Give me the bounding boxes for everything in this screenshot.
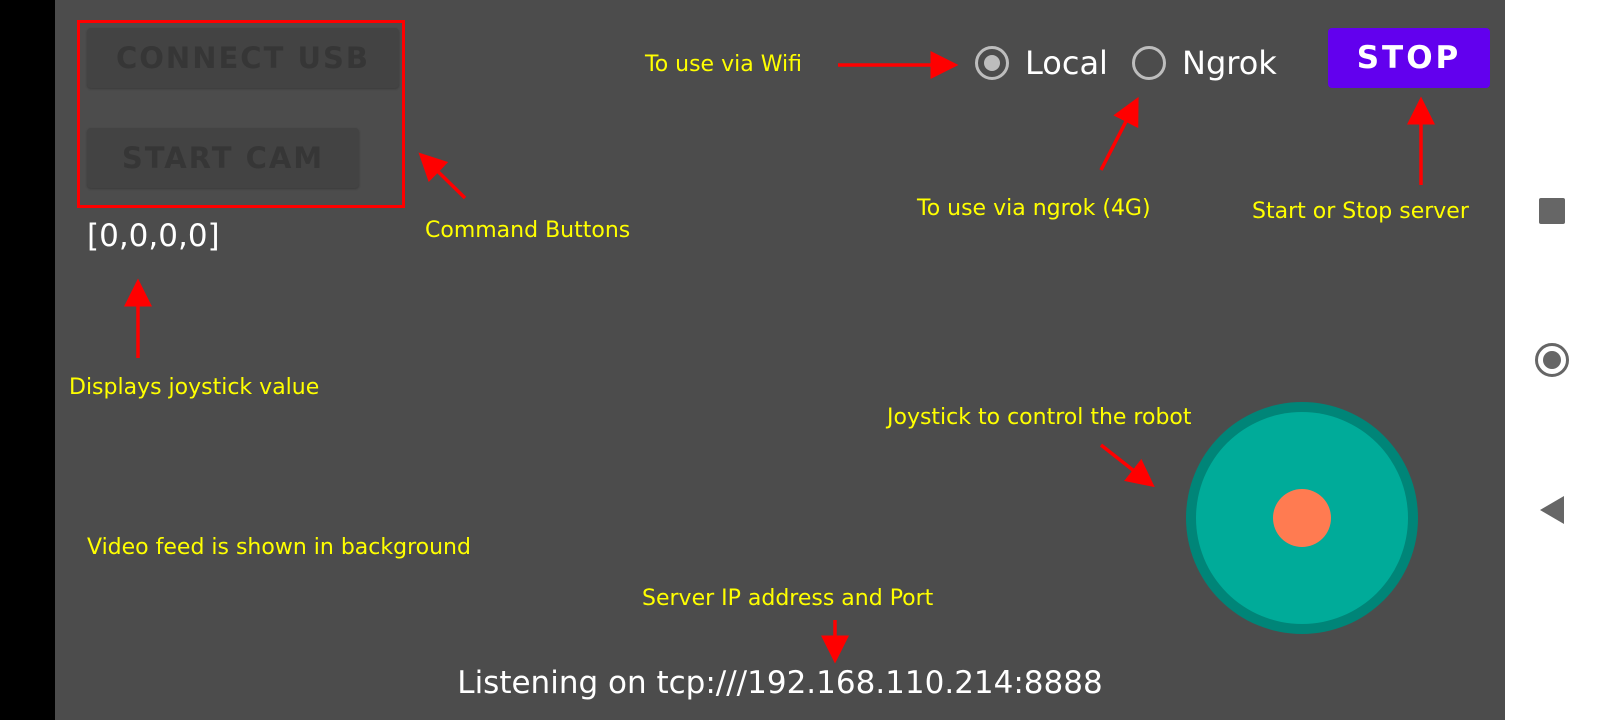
radio-local-indicator — [975, 46, 1009, 80]
nav-home-icon[interactable] — [1535, 343, 1569, 377]
joystick-knob[interactable] — [1273, 489, 1331, 547]
annotation-joystick-value: Displays joystick value — [69, 375, 320, 400]
arrow-command — [418, 152, 467, 200]
command-buttons-highlight — [77, 20, 405, 208]
radio-local-label: Local — [1025, 44, 1108, 82]
server-status-text: Listening on tcp:///192.168.110.214:8888 — [457, 665, 1103, 701]
nav-back-icon[interactable] — [1540, 496, 1564, 524]
annotation-server: Server IP address and Port — [642, 586, 934, 611]
annotation-joystick: Joystick to control the robot — [887, 405, 1192, 430]
status-bar-left — [0, 0, 55, 720]
nav-recents-icon[interactable] — [1539, 198, 1565, 224]
annotation-stop: Start or Stop server — [1252, 199, 1469, 224]
app-screen: CONNECT USB START CAM [0,0,0,0] Local Ng… — [55, 0, 1505, 720]
joystick-base — [1196, 412, 1408, 624]
annotation-command-buttons: Command Buttons — [425, 218, 631, 243]
connect-usb-button[interactable]: CONNECT USB — [87, 28, 399, 88]
radio-ngrok-indicator — [1132, 46, 1166, 80]
annotation-video-feed: Video feed is shown in background — [87, 535, 471, 560]
radio-ngrok-label: Ngrok — [1182, 44, 1277, 82]
joystick-value-display: [0,0,0,0] — [87, 218, 220, 254]
annotation-wifi: To use via Wifi — [645, 52, 802, 77]
radio-ngrok[interactable]: Ngrok — [1132, 44, 1277, 82]
start-cam-button[interactable]: START CAM — [87, 128, 359, 188]
joystick[interactable] — [1186, 402, 1418, 634]
stop-button[interactable]: STOP — [1328, 28, 1490, 88]
radio-local[interactable]: Local — [975, 44, 1108, 82]
arrow-joystick — [1099, 443, 1155, 488]
arrow-ngrok — [1099, 96, 1139, 171]
annotation-ngrok: To use via ngrok (4G) — [917, 196, 1151, 221]
